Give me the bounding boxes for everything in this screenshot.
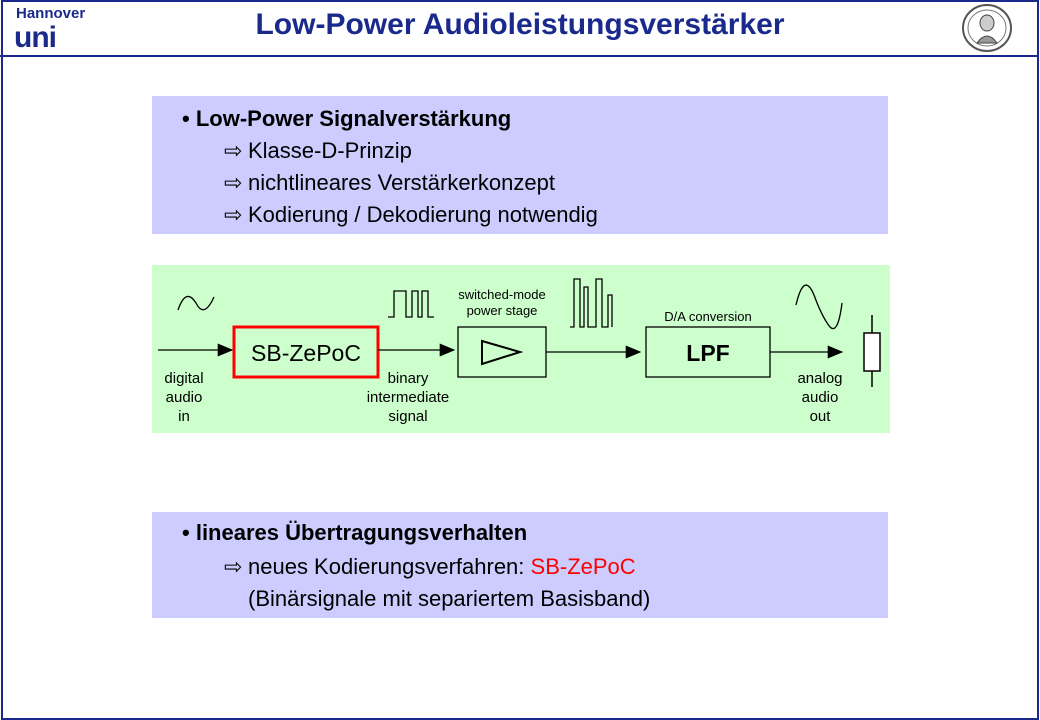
bullet-icon: • (182, 106, 196, 131)
load-icon (863, 332, 881, 372)
header-divider (0, 55, 1038, 57)
bullet-text: lineares Übertragungsverhalten (195, 520, 528, 545)
mid-label-l3: signal (388, 408, 427, 425)
logo-text-hannover: Hannover (16, 5, 86, 22)
input-label-l1: digital (164, 370, 203, 387)
bullet-icon: • (182, 520, 196, 545)
highlight-text: SB-ZePoC (530, 554, 636, 579)
university-logo: Hannover uni (14, 5, 94, 54)
bullet-heading-2: • lineares Übertragungsverhalten (182, 520, 527, 546)
input-label-l2: audio (166, 389, 203, 406)
hollow-arrow-icon: ⇨ (224, 138, 243, 163)
output-sine-icon (795, 284, 843, 330)
list-item-text: Kodierung / Dekodierung notwendig (248, 202, 598, 227)
list-item: ⇨neues Kodierungsverfahren: SB-ZePoC (224, 554, 636, 580)
block-diagram: SB-ZePoC switched-mode power stage D/A c… (152, 265, 890, 433)
list-item: ⇨nichtlineares Verstärkerkonzept (224, 170, 555, 196)
mid-label-l2: intermediate (367, 389, 450, 406)
mid-label-l1: binary (388, 370, 429, 387)
bullet-heading-1: • Low-Power Signalverstärkung (182, 106, 511, 132)
page-title: Low-Power Audioleistungsverstärker (255, 8, 785, 41)
input-label-l3: in (178, 408, 190, 425)
input-sine-icon (177, 295, 215, 311)
sb-zepoc-block (232, 325, 380, 379)
logo-text-uni: uni (14, 21, 57, 54)
lpf-block (645, 326, 771, 378)
list-item: ⇨Klasse-D-Prinzip (224, 138, 412, 164)
lpf-text: LPF (686, 340, 729, 366)
sb-zepoc-label: SB-ZePoC (251, 340, 361, 366)
block-diagram-svg: SB-ZePoC switched-mode power stage D/A c… (158, 278, 881, 425)
list-item: (Binärsignale mit separiertem Basisband) (248, 586, 650, 612)
lpf-label: D/A conversion (664, 309, 751, 324)
list-item-text: nichtlineares Verstärkerkonzept (248, 170, 555, 195)
binary-signal-icon (388, 290, 434, 318)
power-stage-label-l1: switched-mode (458, 287, 545, 302)
hollow-arrow-icon: ⇨ (224, 202, 243, 227)
list-item: ⇨Kodierung / Dekodierung notwendig (224, 202, 598, 228)
list-item-text: Klasse-D-Prinzip (248, 138, 412, 163)
list-item-text: (Binärsignale mit separiertem Basisband) (248, 586, 651, 611)
list-item-text: neues Kodierungsverfahren: (248, 554, 531, 579)
power-stage-label-l2: power stage (467, 303, 538, 318)
signal-amplification-box (152, 96, 888, 234)
output-label-l1: analog (797, 370, 842, 387)
bullet-text: Low-Power Signalverstärkung (195, 106, 512, 131)
linear-transfer-box (152, 512, 888, 618)
pulse-signal-icon (570, 278, 613, 328)
output-label-l2: audio (802, 389, 839, 406)
hollow-arrow-icon: ⇨ (224, 170, 243, 195)
amplifier-triangle-icon (481, 339, 524, 366)
output-label-l3: out (810, 408, 832, 425)
hollow-arrow-icon: ⇨ (224, 554, 243, 579)
power-stage-block (457, 326, 547, 378)
seal-icon (962, 4, 1012, 52)
